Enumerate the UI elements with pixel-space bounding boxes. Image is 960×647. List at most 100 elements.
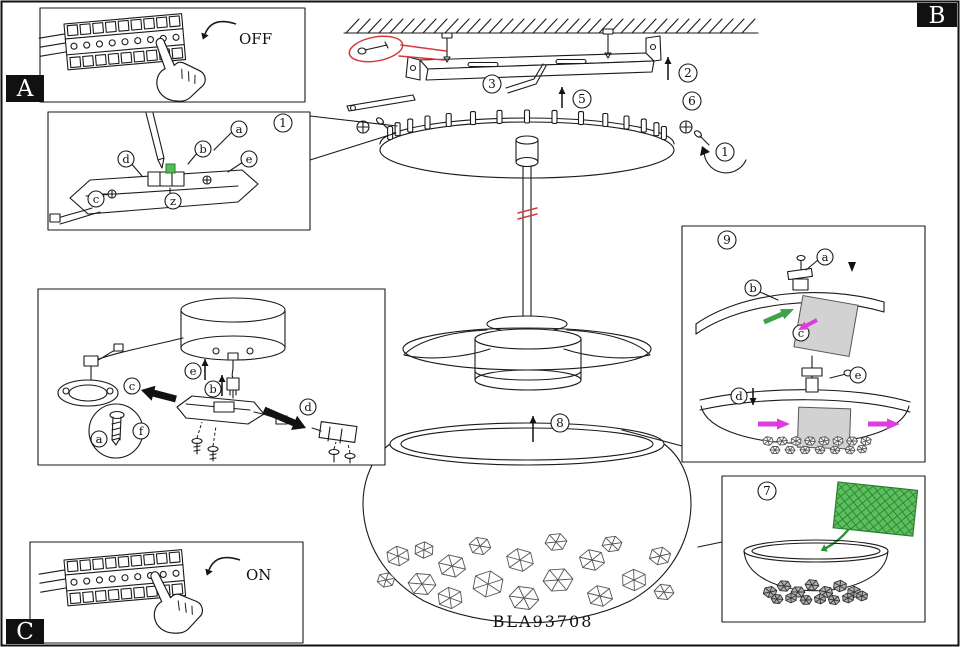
letter-badge-z: z bbox=[164, 192, 182, 210]
badge-text: 6 bbox=[688, 94, 696, 108]
badge-circle bbox=[87, 190, 105, 208]
gem-facet bbox=[413, 583, 423, 594]
wire bbox=[38, 569, 66, 575]
gem-facet bbox=[802, 599, 807, 605]
line-art bbox=[66, 580, 185, 592]
gem-facet bbox=[791, 438, 797, 442]
gem-facet bbox=[449, 597, 452, 609]
lattice-line bbox=[833, 485, 875, 519]
badge-text: e bbox=[855, 368, 862, 382]
bowl-opening-inner bbox=[400, 427, 654, 461]
letter-badge-e: e bbox=[184, 362, 202, 380]
gem-facet bbox=[864, 440, 867, 446]
flange-screw bbox=[62, 387, 70, 395]
gem-facet bbox=[518, 586, 525, 599]
gem-facet bbox=[801, 449, 806, 454]
gem-facet bbox=[823, 439, 830, 442]
terminal-cell bbox=[117, 19, 130, 32]
hatch-line bbox=[697, 18, 712, 34]
gem-facet bbox=[848, 440, 853, 446]
hatch-line bbox=[631, 18, 646, 34]
wire bbox=[38, 33, 66, 39]
cup-hole bbox=[246, 347, 254, 355]
gem-facet bbox=[790, 597, 797, 601]
gem-facet bbox=[849, 436, 853, 442]
wire bbox=[40, 51, 67, 57]
terminal-cell bbox=[66, 560, 79, 573]
gem-facet bbox=[819, 449, 823, 455]
terminal-screw bbox=[121, 574, 129, 582]
gem-facet bbox=[557, 579, 567, 591]
terminal-screw bbox=[172, 569, 180, 577]
gem-facet bbox=[763, 591, 771, 594]
gem-facet bbox=[414, 549, 425, 555]
gem-facet bbox=[832, 438, 839, 442]
wire-connector bbox=[49, 213, 61, 223]
gem-facet bbox=[779, 585, 785, 591]
leader-lines bbox=[759, 259, 819, 301]
gem-facet bbox=[415, 545, 425, 551]
gem-facet bbox=[816, 449, 821, 454]
hatch-line bbox=[411, 18, 426, 34]
terminal-cell bbox=[133, 586, 146, 599]
gem-facet bbox=[780, 580, 785, 587]
gem-facet bbox=[851, 436, 856, 442]
badge-text: 7 bbox=[763, 484, 771, 498]
plug-connector bbox=[226, 377, 240, 391]
gem-facet bbox=[385, 572, 389, 581]
gem-facet bbox=[659, 584, 665, 593]
gem-facet bbox=[579, 556, 593, 561]
gem-facet bbox=[861, 447, 867, 450]
terminal-screw bbox=[134, 37, 142, 45]
gem-facet bbox=[591, 552, 602, 561]
gem-facet bbox=[805, 595, 810, 601]
gem-facet bbox=[451, 565, 456, 578]
terminal-cell bbox=[82, 591, 95, 604]
gem-facet bbox=[811, 580, 817, 586]
bold-arrow bbox=[262, 406, 306, 430]
terminal-screw bbox=[70, 578, 78, 586]
gem-facet bbox=[506, 555, 521, 561]
terminal-cell bbox=[133, 50, 146, 63]
gem-facet bbox=[842, 597, 849, 602]
badge-circle bbox=[682, 91, 702, 111]
step-badge-8: 8 bbox=[550, 413, 570, 433]
gem-facet bbox=[385, 579, 393, 586]
badge-text: 8 bbox=[556, 416, 564, 430]
canopy-slot bbox=[407, 118, 414, 133]
screw bbox=[441, 32, 453, 63]
hub-top bbox=[515, 135, 539, 145]
gem-facet bbox=[397, 555, 400, 566]
gem-facet bbox=[423, 545, 434, 551]
gem-facet bbox=[805, 599, 810, 605]
gem-facet bbox=[785, 597, 792, 601]
gem-facet bbox=[811, 584, 819, 587]
gem-facet bbox=[622, 579, 635, 587]
clamp-body bbox=[792, 278, 809, 291]
phillips-cross-icon bbox=[680, 121, 692, 133]
tab-bg bbox=[6, 619, 44, 644]
badge-circle bbox=[849, 366, 867, 384]
gem-facet bbox=[605, 537, 613, 545]
gem-facet bbox=[781, 440, 788, 442]
side-screw bbox=[829, 373, 847, 379]
terminal-cell bbox=[69, 56, 82, 69]
gem-facet bbox=[421, 583, 436, 586]
gem-facet bbox=[790, 595, 797, 599]
gem-facet bbox=[479, 538, 488, 547]
clamp-plate bbox=[801, 367, 823, 377]
terminal-cell bbox=[168, 551, 181, 564]
gem-facet bbox=[849, 449, 855, 452]
hatch-line bbox=[466, 18, 481, 34]
screw-guides bbox=[196, 421, 217, 447]
gem-facet bbox=[611, 536, 616, 545]
gem-facet bbox=[396, 546, 399, 557]
bold-arrow bbox=[141, 385, 177, 403]
red-screw-highlight bbox=[348, 35, 447, 63]
gem-facet bbox=[386, 551, 399, 557]
on-label: ON bbox=[246, 566, 271, 584]
callout-lines bbox=[309, 115, 723, 548]
gem-facet bbox=[476, 537, 481, 547]
screw-head bbox=[796, 254, 806, 262]
gem-facet bbox=[663, 591, 674, 594]
